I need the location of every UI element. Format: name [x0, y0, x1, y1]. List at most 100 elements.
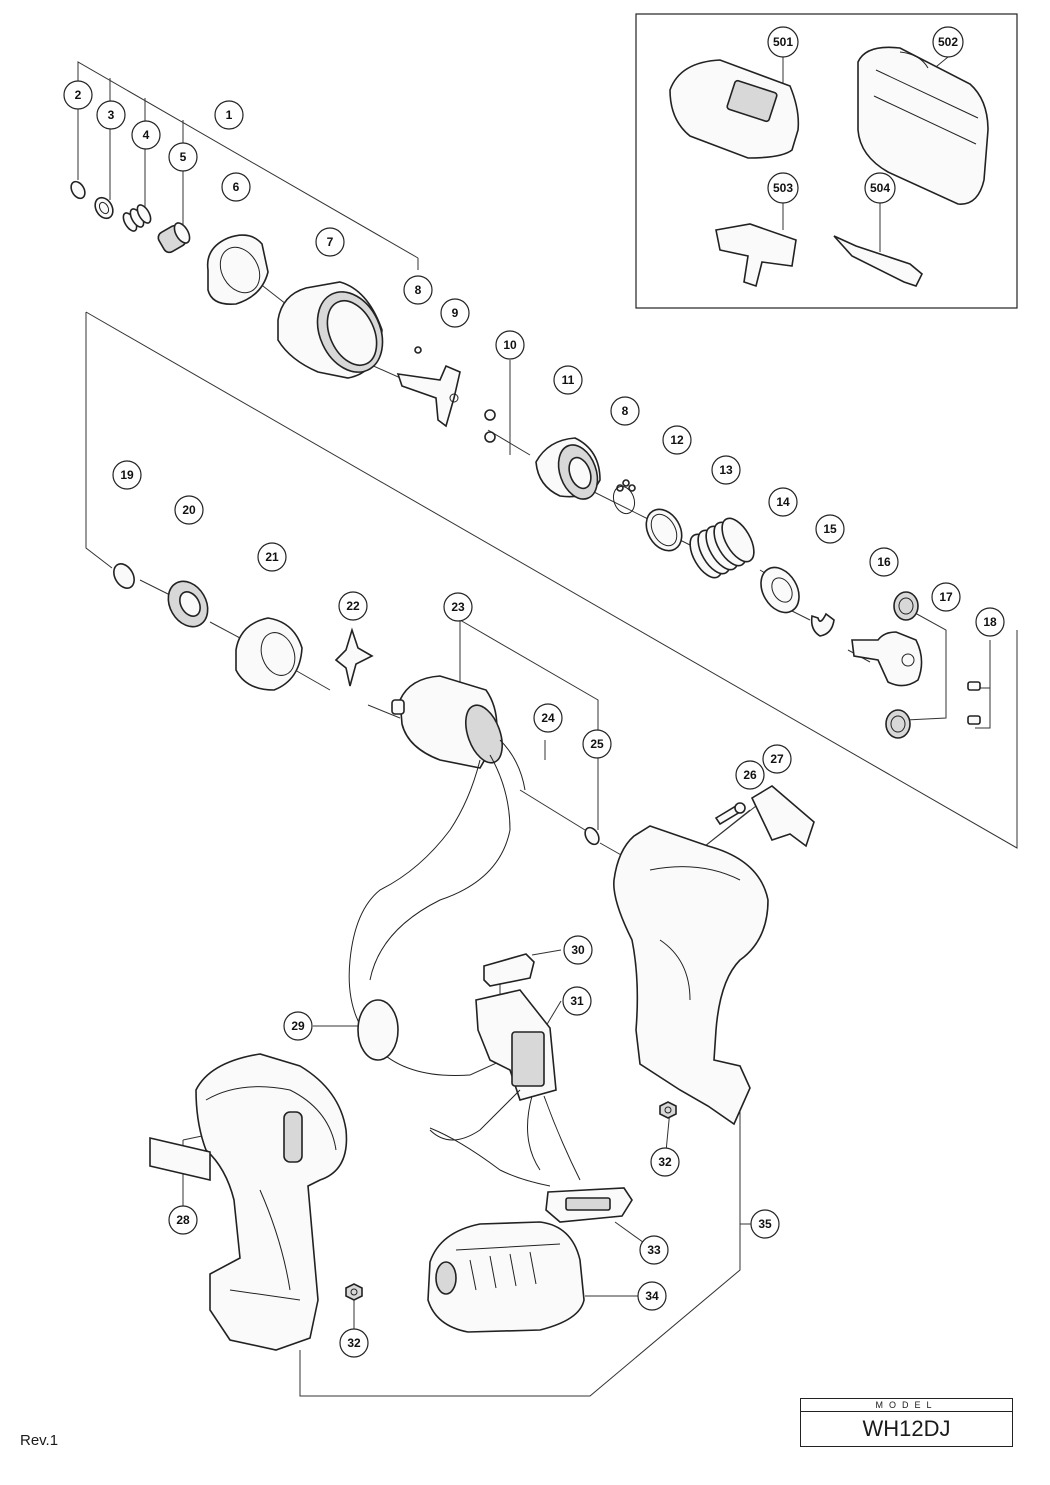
svg-text:11: 11	[562, 373, 575, 387]
callout-33: 33	[639, 1235, 669, 1265]
callout-23: 23	[443, 592, 473, 622]
svg-text:19: 19	[120, 468, 134, 482]
svg-text:32: 32	[658, 1155, 672, 1169]
svg-text:15: 15	[823, 522, 837, 536]
callout-30: 30	[563, 935, 593, 965]
part-16-anvil	[851, 631, 923, 687]
svg-text:8: 8	[415, 283, 422, 297]
callout-11: 11	[553, 365, 583, 395]
svg-text:30: 30	[571, 943, 585, 957]
callout-2: 2	[63, 80, 93, 110]
part-503-hook	[715, 223, 797, 288]
callout-18: 18	[975, 607, 1005, 637]
part-19-ring	[113, 563, 135, 589]
svg-text:12: 12	[670, 433, 684, 447]
svg-text:31: 31	[570, 994, 584, 1008]
part-11-hammer	[535, 437, 601, 500]
part-3-washer	[94, 196, 114, 220]
part-23-motor	[391, 675, 504, 769]
callout-1: 1	[214, 100, 244, 130]
part-32-nut-right	[659, 1101, 677, 1119]
part-10-ball-b	[484, 431, 496, 443]
svg-text:14: 14	[776, 495, 790, 509]
part-501-charger	[669, 59, 800, 159]
part-4-spring	[122, 204, 152, 232]
callout-32-left: 32	[339, 1328, 369, 1358]
part-13-spring	[689, 517, 755, 579]
callout-26: 26	[735, 760, 765, 790]
svg-text:9: 9	[452, 306, 459, 320]
callout-8-mid: 8	[610, 396, 640, 426]
svg-text:21: 21	[265, 550, 279, 564]
svg-text:4: 4	[143, 128, 150, 142]
svg-text:8: 8	[622, 404, 629, 418]
svg-text:28: 28	[176, 1213, 190, 1227]
callout-4: 4	[131, 120, 161, 150]
part-9-spindle	[396, 364, 461, 428]
svg-text:23: 23	[451, 600, 465, 614]
part-12-washer	[645, 508, 683, 552]
svg-text:3: 3	[108, 108, 115, 122]
svg-text:27: 27	[770, 752, 784, 766]
svg-text:34: 34	[645, 1289, 659, 1303]
callout-7: 7	[315, 227, 345, 257]
model-value: WH12DJ	[862, 1416, 951, 1441]
callout-31: 31	[562, 986, 592, 1016]
part-17-gear-top	[893, 591, 919, 621]
svg-text:502: 502	[938, 35, 958, 49]
callout-22: 22	[338, 591, 368, 621]
callout-34: 34	[637, 1281, 667, 1311]
part-28-housing-left	[195, 1053, 348, 1351]
part-33-terminal	[545, 1187, 633, 1223]
accessories-box	[635, 13, 1018, 309]
svg-text:25: 25	[590, 737, 604, 751]
callout-12: 12	[662, 425, 692, 455]
part-30-forward-reverse-lever	[483, 953, 535, 987]
svg-text:10: 10	[503, 338, 517, 352]
part-2-ring	[70, 180, 86, 200]
part-18-pin-b	[967, 715, 981, 725]
svg-text:29: 29	[291, 1019, 305, 1033]
callout-16: 16	[869, 547, 899, 577]
part-34-battery	[427, 1221, 585, 1333]
part-35-housing-set-right	[613, 825, 769, 1126]
wire-harness	[429, 1089, 581, 1187]
callout-29: 29	[283, 1011, 313, 1041]
part-25-ring	[584, 826, 600, 846]
svg-text:16: 16	[877, 555, 891, 569]
callout-24: 24	[533, 703, 563, 733]
part-15-retainer	[810, 612, 835, 637]
callout-13: 13	[711, 455, 741, 485]
callout-20: 20	[174, 495, 204, 525]
part-28-name-plate	[149, 1136, 211, 1182]
callout-27: 27	[762, 744, 792, 774]
svg-text:24: 24	[541, 711, 555, 725]
part-502-carrying-case	[857, 46, 989, 205]
callout-504: 504	[864, 172, 896, 204]
part-32-nut-left	[345, 1283, 363, 1301]
svg-text:2: 2	[75, 88, 82, 102]
svg-text:7: 7	[327, 235, 334, 249]
svg-text:504: 504	[870, 181, 890, 195]
part-504-bit	[833, 235, 923, 287]
part-26-screw	[714, 802, 746, 826]
part-10-ball-a	[484, 409, 496, 421]
part-5-sleeve	[157, 222, 191, 254]
part-6-cap	[206, 234, 269, 306]
callout-17: 17	[931, 582, 961, 612]
svg-text:26: 26	[743, 768, 757, 782]
svg-text:6: 6	[233, 180, 240, 194]
callout-14: 14	[768, 487, 798, 517]
svg-text:501: 501	[773, 35, 793, 49]
part-22-cross-plate	[334, 627, 374, 687]
callout-5: 5	[168, 142, 198, 172]
part-27-label	[750, 785, 815, 848]
revision-label: Rev.1	[20, 1432, 59, 1449]
model-box: MODEL WH12DJ	[800, 1398, 1013, 1447]
part-7-hammer-case	[277, 281, 384, 379]
callout-35: 35	[750, 1209, 780, 1239]
svg-text:13: 13	[719, 463, 733, 477]
svg-text:17: 17	[939, 590, 953, 604]
part-20-bearing	[167, 580, 209, 628]
